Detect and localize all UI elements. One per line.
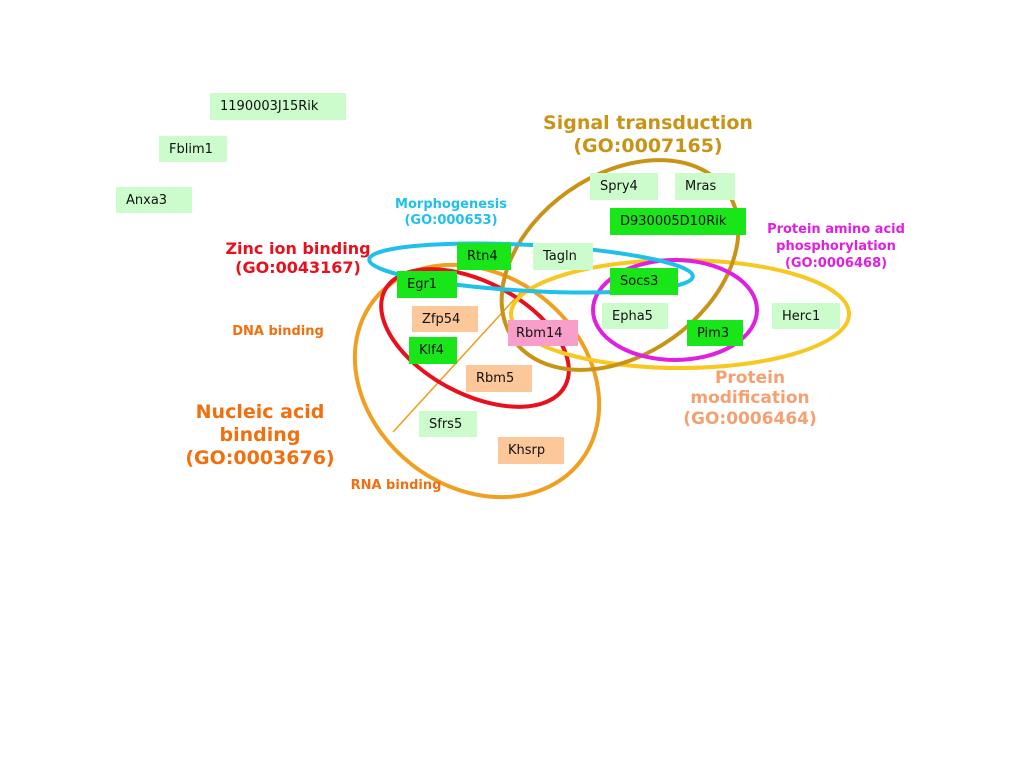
gene-box-Spry4: Spry4 bbox=[590, 173, 658, 200]
gene-box-Socs3: Socs3 bbox=[610, 268, 678, 295]
gene-box-1190003J15Rik: 1190003J15Rik bbox=[210, 93, 346, 120]
label-line: modification bbox=[690, 388, 810, 409]
gene-box-Rbm5: Rbm5 bbox=[466, 365, 532, 392]
gene-box-Egr1: Egr1 bbox=[397, 271, 457, 298]
ellipse-protein-phosphorylation bbox=[591, 258, 759, 362]
gene-box-Tagln: Tagln bbox=[533, 243, 593, 270]
gene-box-Sfrs5: Sfrs5 bbox=[419, 411, 477, 437]
gene-label: Epha5 bbox=[612, 308, 653, 324]
gene-label: Rtn4 bbox=[467, 249, 498, 264]
gene-box-Zfp54: Zfp54 bbox=[412, 306, 478, 332]
gene-box-Epha5: Epha5 bbox=[602, 303, 668, 329]
gene-label: Rbm5 bbox=[476, 371, 515, 386]
gene-box-Pim3: Pim3 bbox=[687, 320, 743, 346]
gene-label: Klf4 bbox=[419, 343, 444, 358]
label-line: Protein bbox=[714, 368, 786, 388]
gene-label: 1190003J15Rik bbox=[220, 99, 319, 114]
gene-box-Rtn4: Rtn4 bbox=[457, 243, 511, 270]
ellipse-nucleic-acid-binding bbox=[352, 262, 602, 500]
label-signal-transduction: Signal transduction (GO:0007165) bbox=[528, 112, 768, 158]
label-protein-modification: Protein modification (GO:0006464) bbox=[660, 368, 840, 429]
label-zinc-ion-binding: Zinc ion binding (GO:0043167) bbox=[208, 239, 388, 277]
label-line: phosphorylation bbox=[776, 238, 896, 254]
label-line: binding bbox=[219, 423, 301, 446]
gene-label: Mras bbox=[685, 179, 717, 194]
label-line: (GO:0003676) bbox=[185, 446, 335, 469]
label-line: (GO:0006468) bbox=[784, 255, 888, 271]
ellipse-morphogenesis bbox=[367, 241, 695, 295]
label-line: DNA binding bbox=[232, 324, 324, 339]
gene-label: Anxa3 bbox=[126, 192, 168, 208]
label-line: Zinc ion binding bbox=[225, 239, 371, 258]
gene-box-Rbm14: Rbm14 bbox=[508, 320, 578, 346]
label-morphogenesis: Morphogenesis (GO:000653) bbox=[381, 197, 521, 228]
label-line: Signal transduction bbox=[543, 112, 753, 134]
gene-box-Anxa3: Anxa3 bbox=[116, 187, 192, 213]
gene-label: Rbm14 bbox=[516, 325, 563, 341]
gene-label: Herc1 bbox=[782, 308, 821, 324]
gene-label: Socs3 bbox=[620, 274, 659, 289]
label-line: Protein amino acid bbox=[767, 222, 905, 237]
gene-label: Zfp54 bbox=[422, 311, 461, 327]
label-rna-binding: RNA binding bbox=[336, 478, 456, 494]
gene-label: D930005D10Rik bbox=[620, 214, 727, 229]
label-nucleic-acid-binding: Nucleic acid binding (GO:0003676) bbox=[170, 401, 350, 469]
label-line: RNA binding bbox=[350, 478, 442, 493]
gene-label: Pim3 bbox=[697, 325, 730, 341]
label-line: (GO:0043167) bbox=[235, 258, 361, 278]
gene-label: Fblim1 bbox=[169, 141, 213, 157]
label-line: (GO:0006464) bbox=[683, 408, 817, 429]
gene-box-Khsrp: Khsrp bbox=[498, 437, 564, 464]
label-line: (GO:000653) bbox=[404, 212, 498, 228]
gene-label: Khsrp bbox=[508, 443, 546, 458]
gene-label: Sfrs5 bbox=[429, 416, 463, 432]
gene-label: Spry4 bbox=[600, 179, 638, 194]
label-line: (GO:0007165) bbox=[573, 134, 723, 157]
label-protein-phosphorylation: Protein amino acid phosphorylation (GO:0… bbox=[752, 222, 920, 273]
label-line: Nucleic acid bbox=[195, 401, 325, 423]
gene-box-Herc1: Herc1 bbox=[772, 303, 840, 329]
label-dna-binding: DNA binding bbox=[219, 324, 337, 340]
gene-box-D930005D10Rik: D930005D10Rik bbox=[610, 208, 746, 235]
gene-label: Tagln bbox=[543, 249, 577, 264]
gene-box-Klf4: Klf4 bbox=[409, 337, 457, 364]
gene-label: Egr1 bbox=[407, 277, 438, 292]
dna-rna-divider-line bbox=[392, 291, 522, 433]
gene-box-Fblim1: Fblim1 bbox=[159, 136, 227, 162]
label-line: Morphogenesis bbox=[395, 197, 507, 212]
gene-box-Mras: Mras bbox=[675, 173, 735, 200]
